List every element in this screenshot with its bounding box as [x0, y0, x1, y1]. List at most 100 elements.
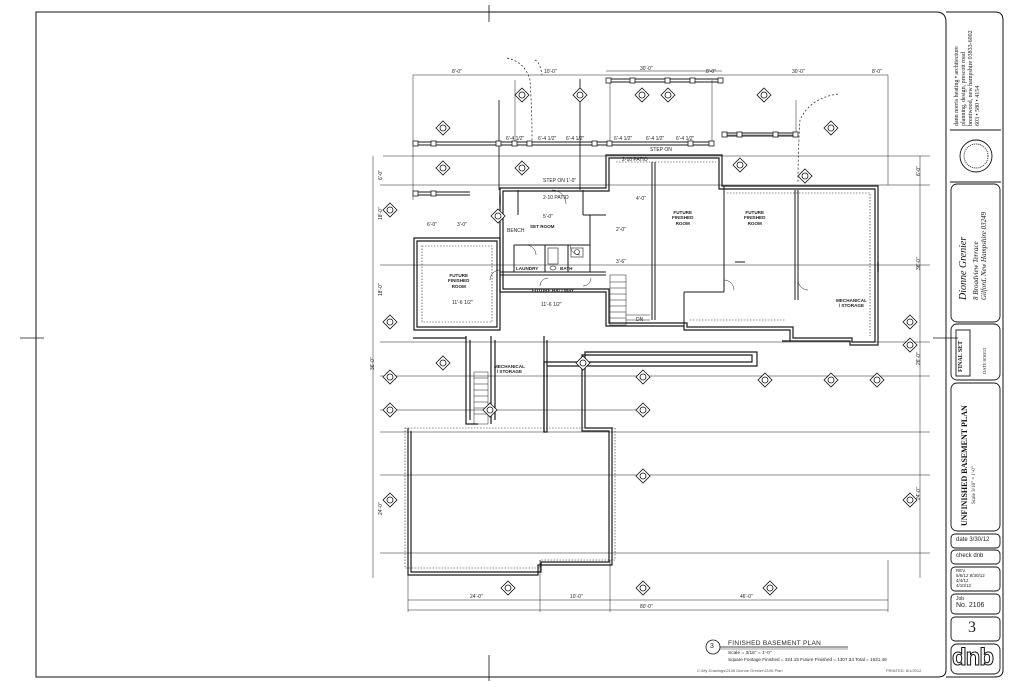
dim-interior-4: 5'-0": [543, 214, 553, 220]
dim-top-0: 8'-0": [452, 69, 462, 75]
footer-file-path: C:\My Drawings\2106 Dionne Grenier\2106 …: [697, 668, 783, 673]
footing-circle: [494, 212, 502, 220]
footing-circle: [638, 91, 646, 99]
foundation-walls: [413, 154, 879, 346]
footing-circle: [486, 406, 494, 414]
dim-top2-0: 6'-4 1/2": [506, 136, 525, 142]
floor-plan: [372, 57, 930, 612]
footing-circle: [906, 496, 914, 504]
room-label-laundry: LAUNDRY: [516, 266, 539, 271]
firm-logo: dnb: [952, 644, 995, 672]
dim-left-2: 18'-0": [378, 283, 384, 296]
dimension-lines-top: [372, 70, 930, 612]
footing-circle: [827, 376, 835, 384]
drawing-caption-symbol: [705, 639, 848, 655]
label-patio-mid: 2-10 PATIO: [543, 195, 569, 201]
footing-circle: [801, 172, 809, 180]
job-label: Job: [956, 596, 965, 602]
dim-top-3: 8'-0": [706, 69, 716, 75]
windows: [499, 195, 879, 342]
footing-circle: [439, 164, 447, 172]
dim-left-1: 18'-0": [378, 207, 384, 220]
plan-title: UNFINISHED BASEMENT PLAN: [960, 405, 969, 526]
dim-top2-4: 6'-4 1/2": [646, 136, 665, 142]
dim-interior-2: 6'-0": [427, 222, 437, 228]
footing-circle: [639, 584, 647, 592]
firm-address-block: dann norris heating • architecture plann…: [954, 30, 981, 126]
footing-circle: [386, 406, 394, 414]
job-number: No. 2106: [956, 602, 985, 609]
footing-circle: [386, 318, 394, 326]
label-step-on-mid: STEP ON 1'-0": [543, 178, 577, 184]
door-swings: [489, 189, 809, 291]
room-label-set-room: SET ROOM: [530, 224, 555, 229]
footing-circle: [386, 206, 394, 214]
dim-top-5: 8'-0": [872, 69, 882, 75]
label-bench: BENCH: [507, 228, 525, 234]
registration-marks: [20, 5, 958, 681]
dim-top-2: 30'-0": [640, 66, 653, 72]
footing-circle: [504, 584, 512, 592]
room-label-mechanical-right: MECHANICAL/ STORAGE: [836, 298, 867, 309]
footing-circle: [827, 124, 835, 132]
dim-right-1: 36'-0": [916, 257, 922, 270]
footing-circle: [518, 164, 526, 172]
dim-top-1: 10'-0": [544, 69, 557, 75]
footing-circle: [639, 406, 647, 414]
label-step-on-top: STEP ON: [650, 147, 672, 153]
footing-circle: [906, 318, 914, 326]
plan-scale: Scale 3/16" = 1'-0": [972, 466, 977, 504]
dim-left-0: 6'-0": [378, 170, 384, 180]
footing-circle: [576, 91, 584, 99]
dim-right-2: 26'-0": [916, 352, 922, 365]
caption-title: FINISHED BASEMENT PLAN: [728, 640, 822, 647]
dim-interior-5: 3'-6": [616, 259, 626, 265]
footer-printed-date: PRINTED: 8/1/2012: [886, 668, 922, 673]
dim-top2-5: 6'-4 1/2": [676, 136, 695, 142]
footing-circle: [873, 376, 881, 384]
sheet-number: 3: [968, 619, 976, 636]
dim-interior-3: 3'-0": [457, 222, 467, 228]
dim-top-4: 30'-0": [792, 69, 805, 75]
footing-circle: [664, 91, 672, 99]
footing-circle: [766, 584, 774, 592]
dim-top2-3: 6'-4 1/2": [614, 136, 633, 142]
sheet-border: [35, 11, 1004, 678]
caption-square-footage: Square Footage Finished = 324.15 Future …: [728, 657, 887, 662]
room-label-bath: BATH: [560, 266, 573, 271]
footing-circle: [639, 472, 647, 480]
lower-foundation: [407, 336, 758, 576]
footing-circle: [439, 359, 447, 367]
footing-markers: [382, 87, 918, 596]
dim-interior-0: 11'-6 1/2": [452, 300, 473, 306]
dim-bottom-0: 24'-0": [470, 594, 483, 600]
label-dn: DN: [636, 317, 644, 323]
date-line: date 3/30/12: [956, 537, 990, 543]
footing-circle: [518, 91, 526, 99]
room-label-mechanical-left: MECHANICAL/ STORAGE: [494, 364, 525, 375]
caption-scale: Scale = 3/16" = 1'-0": [728, 651, 772, 656]
lower-stair: [473, 371, 489, 425]
bath-fixtures: [547, 247, 584, 271]
footing-circle: [386, 373, 394, 381]
dim-left-3: 36'-0": [370, 357, 376, 370]
dim-right-0: 6'-0": [916, 166, 922, 176]
insulation-lines: [404, 161, 871, 569]
title-block-frame: [950, 129, 1001, 675]
footing-circle: [439, 124, 447, 132]
footing-circle: [760, 91, 768, 99]
footing-circle: [639, 373, 647, 381]
revision-block: REV. 5/6/12 8/30/12 4/4/12 4/10/12: [956, 568, 985, 588]
final-set-date: DATE 8/30/12: [982, 347, 987, 374]
dim-left-4: 24'-0": [378, 502, 384, 515]
final-set-label: FINAL SET: [958, 340, 964, 372]
footing-circle: [906, 341, 914, 349]
dim-right-3: 24'-0": [916, 487, 922, 500]
dim-interior-7: 4'-0": [636, 196, 646, 202]
dim-top2-2: 6'-4 1/2": [566, 136, 585, 142]
dim-bottom-2: 46'-0": [740, 594, 753, 600]
label-patio-top: 2-10 PATIO: [622, 157, 648, 163]
